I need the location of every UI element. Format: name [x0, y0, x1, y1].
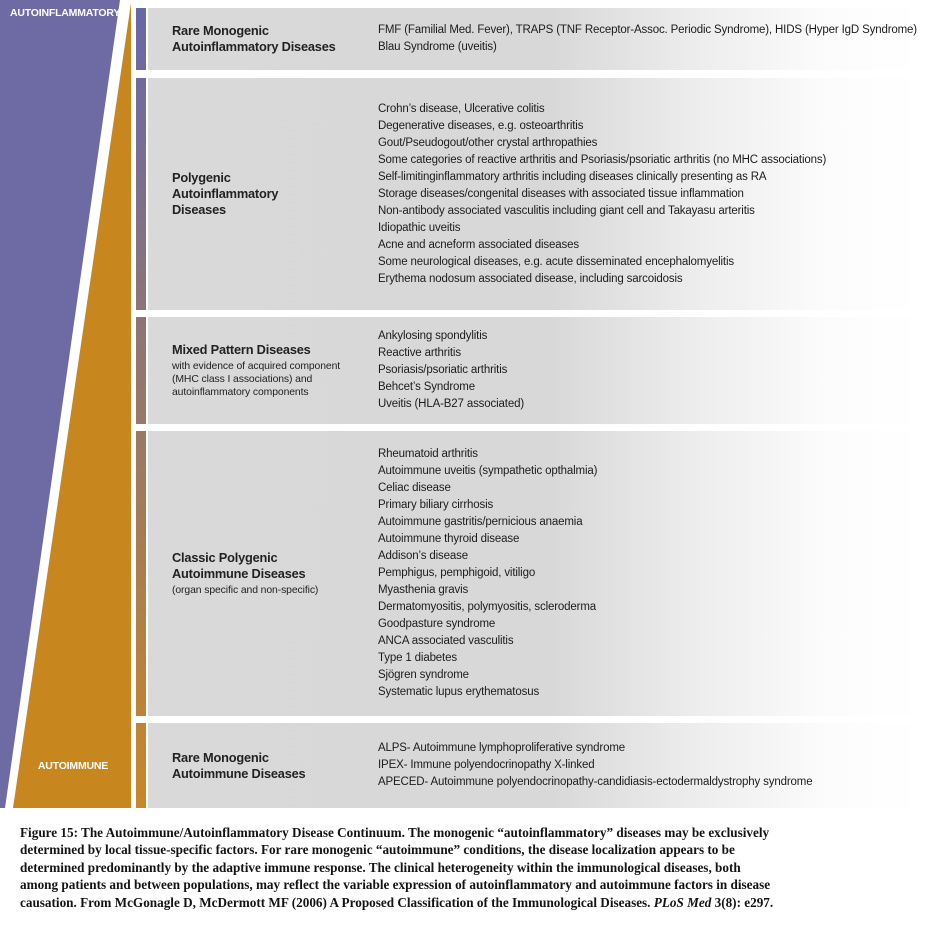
disease-item: Erythema nodosum associated disease, inc… — [378, 272, 683, 285]
disease-item: Psoriasis/psoriatic arthritis — [378, 364, 508, 376]
disease-item: Self-limitinginflammatory arthritis incl… — [378, 170, 767, 183]
gradient-strip-segment-5 — [136, 723, 146, 808]
disease-item: ALPS- Autoimmune lymphoproliferative syn… — [378, 742, 626, 754]
caption-journal: PLoS Med — [653, 894, 712, 910]
gradient-strip-segment-3 — [136, 317, 146, 424]
gradient-strip-segment-1 — [136, 8, 146, 70]
row-title: Mixed Pattern Diseases — [172, 342, 311, 357]
disease-item: Uveitis (HLA-B27 associated) — [378, 398, 524, 410]
row-label-block: Rare Monogenic Autoimmune Diseases — [148, 750, 378, 782]
row-title: Classic Polygenic Autoimmune Diseases — [172, 550, 306, 581]
disease-item: Goodpasture syndrome — [378, 618, 496, 630]
disease-item: Autoimmune gastritis/pernicious anaemia — [378, 516, 583, 528]
disease-item: Autoimmune thyroid disease — [378, 533, 520, 545]
row-subtitle: (organ specific and non-specific) — [172, 585, 319, 596]
row-mixed-pattern: Mixed Pattern Diseases with evidence of … — [148, 317, 922, 424]
row-label-block: Mixed Pattern Diseases with evidence of … — [148, 342, 378, 399]
disease-item: Some neurological diseases, e.g. acute d… — [378, 255, 734, 268]
disease-item: Blau Syndrome (uveitis) — [378, 41, 497, 53]
gradient-strip-segment-2 — [136, 78, 146, 310]
disease-item: Reactive arthritis — [378, 347, 461, 359]
disease-item: Ankylosing spondylitis — [378, 330, 488, 342]
caption-text: Figure 15: The Autoimmune/Autoinflammato… — [20, 825, 771, 910]
disease-item: Acne and acneform associated diseases — [378, 238, 579, 251]
disease-item: Storage diseases/congenital diseases wit… — [378, 187, 744, 200]
disease-list: ALPS- Autoimmune lymphoproliferative syn… — [378, 740, 922, 791]
disease-list: Ankylosing spondylitis Reactive arthriti… — [378, 328, 922, 413]
disease-item: Primary biliary cirrhosis — [378, 499, 494, 511]
disease-item: APECED- Autoimmune polyendocrinopathy-ca… — [378, 776, 813, 788]
disease-item: Rheumatoid arthritis — [378, 448, 478, 460]
row-rare-monogenic-autoimmune: Rare Monogenic Autoimmune Diseases ALPS-… — [148, 723, 922, 808]
disease-item: Type 1 diabetes — [378, 652, 457, 664]
row-label-block: Polygenic Autoinflammatory Diseases — [148, 170, 378, 218]
autoimmune-axis-label: AUTOIMMUNE — [37, 760, 109, 772]
disease-item: Sjögren syndrome — [378, 669, 469, 681]
disease-list: Crohn’s disease, Ulcerative colitis Dege… — [378, 101, 922, 288]
row-label-block: Classic Polygenic Autoimmune Diseases (o… — [148, 550, 378, 597]
row-title: Rare Monogenic Autoinflammatory Diseases — [172, 23, 336, 54]
caption-tail: 3(8): e297. — [711, 894, 774, 910]
row-subtitle: with evidence of acquired component (MHC… — [172, 361, 341, 398]
disease-item: ANCA associated vasculitis — [378, 635, 514, 647]
row-label-block: Rare Monogenic Autoinflammatory Diseases — [148, 23, 378, 55]
gradient-strip-segment-4 — [136, 431, 146, 716]
disease-item: Autoimmune uveitis (sympathetic opthalmi… — [378, 465, 598, 477]
disease-item: Degenerative diseases, e.g. osteoarthrit… — [378, 119, 584, 132]
disease-item: Non-antibody associated vasculitis inclu… — [378, 204, 755, 217]
figure-caption: Figure 15: The Autoimmune/Autoinflammato… — [20, 824, 774, 911]
disease-item: Behcet’s Syndrome — [378, 381, 475, 393]
disease-item: Myasthenia gravis — [378, 584, 469, 596]
row-classic-polygenic-autoimmune: Classic Polygenic Autoimmune Diseases (o… — [148, 431, 922, 716]
disease-item: Idiopathic uveitis — [378, 221, 461, 234]
continuum-triangles — [0, 0, 131, 808]
row-rare-monogenic-autoinflammatory: Rare Monogenic Autoinflammatory Diseases… — [148, 8, 922, 70]
row-polygenic-autoinflammatory: Polygenic Autoinflammatory Diseases Croh… — [148, 78, 922, 310]
row-title: Polygenic Autoinflammatory Diseases — [172, 170, 279, 217]
disease-item: Dermatomyositis, polymyositis, scleroder… — [378, 601, 597, 613]
row-title: Rare Monogenic Autoimmune Diseases — [172, 749, 306, 781]
disease-item: FMF (Familial Med. Fever), TRAPS (TNF Re… — [378, 24, 917, 36]
disease-item: IPEX- Immune polyendocrinopathy X-linked — [378, 759, 595, 771]
disease-item: Gout/Pseudogout/other crystal arthropath… — [378, 136, 598, 149]
disease-list: Rheumatoid arthritis Autoimmune uveitis … — [378, 446, 922, 701]
autoinflammatory-triangle — [0, 0, 120, 808]
disease-item: Crohn’s disease, Ulcerative colitis — [378, 102, 545, 115]
disease-list: FMF (Familial Med. Fever), TRAPS (TNF Re… — [378, 22, 922, 56]
disease-item: Pemphigus, pemphigoid, vitiligo — [378, 567, 536, 579]
disease-item: Addison’s disease — [378, 550, 468, 562]
disease-item: Systematic lupus erythematosus — [378, 686, 540, 698]
autoimmune-triangle — [13, 3, 131, 808]
disease-item: Celiac disease — [378, 482, 451, 494]
disease-item: Some categories of reactive arthritis an… — [378, 153, 827, 166]
autoinflammatory-axis-label: AUTOINFLAMMATORY — [10, 7, 121, 19]
